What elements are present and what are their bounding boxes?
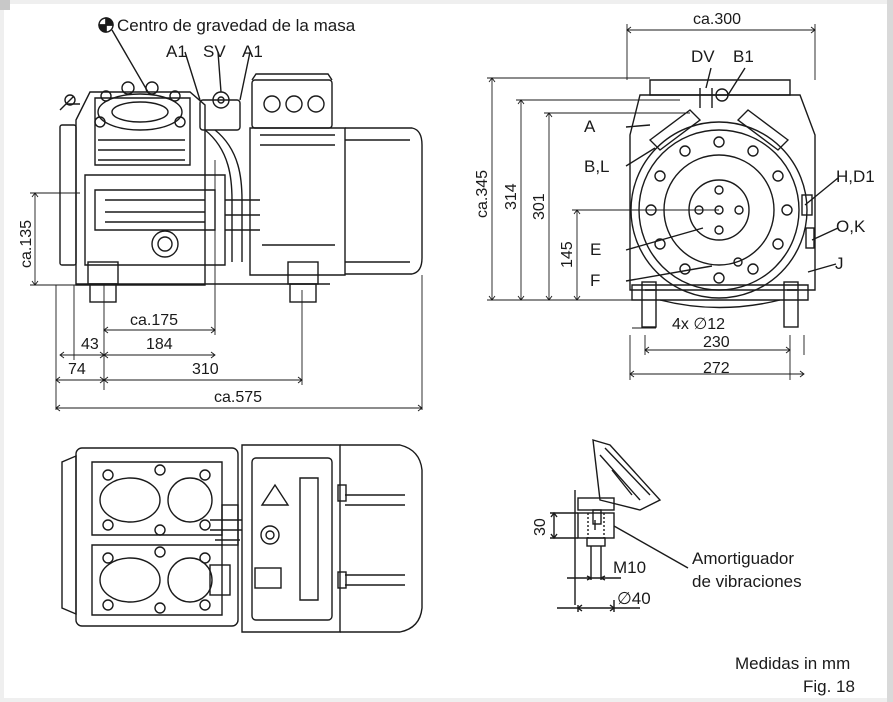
figure-number: Fig. 18	[803, 677, 855, 696]
compressor-top-view	[61, 444, 423, 633]
units-note: Medidas in mm	[735, 654, 851, 673]
dv-label: DV	[691, 47, 715, 66]
dim-575: ca.575	[214, 389, 263, 406]
dim-310: 310	[192, 361, 219, 378]
center-of-gravity-label: Centro de gravedad de la masa	[117, 16, 356, 35]
dim-272: 272	[703, 360, 730, 377]
top-border	[0, 0, 893, 4]
vibration-damper-label-line2: de vibraciones	[692, 572, 802, 591]
b1-label: B1	[733, 47, 754, 66]
j-label: J	[835, 254, 844, 273]
side-view-dimensions	[30, 160, 423, 412]
vibration-damper-detail	[550, 439, 689, 612]
dim-m10: M10	[613, 558, 647, 577]
dim-74: 74	[68, 361, 86, 378]
dim-front-345: ca.345	[474, 169, 491, 218]
a1-left-label: A1	[166, 42, 187, 61]
compressor-front-view	[625, 67, 839, 328]
compressor-side-view	[59, 17, 423, 303]
dim-43: 43	[81, 336, 99, 353]
corner-mark	[0, 0, 10, 10]
ok-label: O,K	[836, 217, 866, 236]
left-border	[0, 0, 4, 702]
hd1-label: H,D1	[836, 167, 875, 186]
dim-front-314: 314	[503, 183, 520, 210]
dim-front-145: 145	[559, 241, 576, 268]
dim-side-height: ca.135	[18, 219, 35, 268]
vibration-damper-label-line1: Amortiguador	[692, 549, 795, 568]
e-label: E	[590, 240, 602, 259]
dim-holes: 4x ∅12	[672, 316, 726, 333]
a1-right-label: A1	[242, 42, 263, 61]
dim-front-width: ca.300	[693, 11, 742, 28]
bottom-border	[0, 698, 893, 702]
dim-175: ca.175	[130, 312, 179, 329]
dim-30: 30	[532, 518, 549, 536]
dim-front-301: 301	[531, 193, 548, 220]
dim-40: ∅40	[617, 589, 651, 608]
a-label: A	[584, 117, 596, 136]
sv-label: SV	[203, 42, 226, 61]
dim-230: 230	[703, 334, 730, 351]
front-view-dimensions	[487, 24, 816, 380]
bolt-circle	[645, 136, 793, 284]
bl-label: B,L	[584, 157, 610, 176]
f-label: F	[590, 271, 601, 290]
dim-184: 184	[146, 336, 173, 353]
right-border	[887, 0, 893, 702]
